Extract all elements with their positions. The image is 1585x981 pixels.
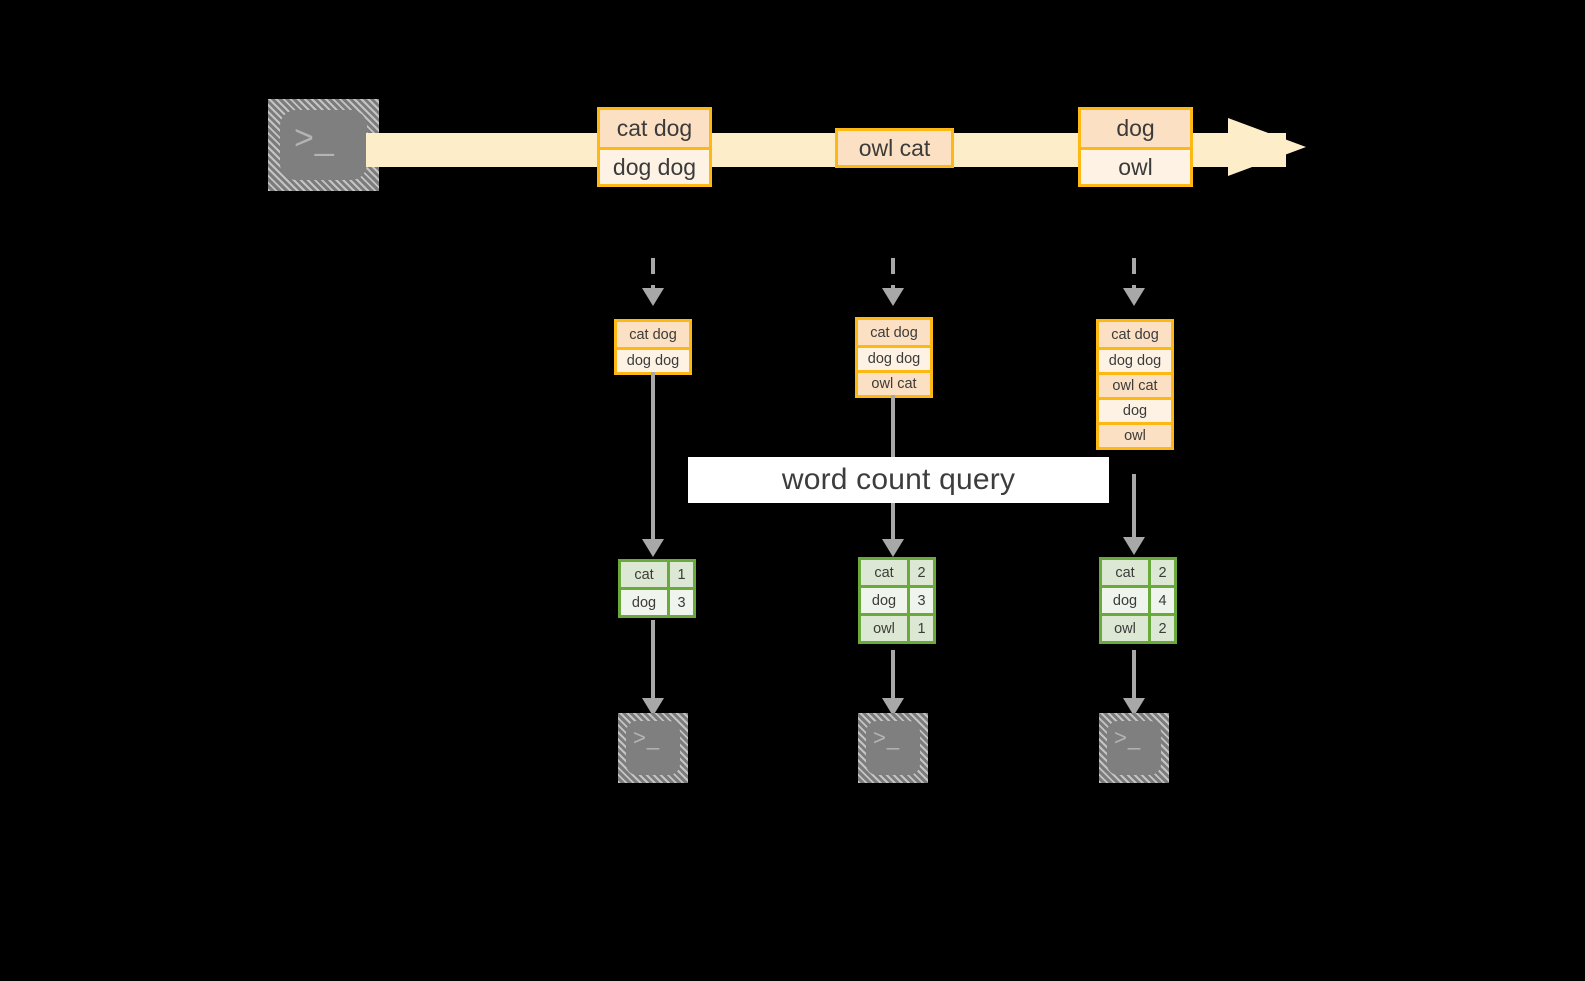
snapshot-tap-arrowhead-icon-1 xyxy=(642,288,664,306)
source-terminal-icon: >_ xyxy=(268,99,379,191)
query-line-3 xyxy=(1132,474,1136,537)
snapshot-row: cat dog xyxy=(1099,322,1171,347)
sink-line-1 xyxy=(651,620,655,698)
terminal-screen xyxy=(866,721,920,775)
snapshot-row: owl xyxy=(1099,422,1171,447)
snapshot-table-1: cat dog dog dog xyxy=(614,319,692,375)
sink-terminal-icon-3: >_ xyxy=(1099,713,1169,783)
table-row: dog 4 xyxy=(1102,585,1174,613)
terminal-prompt-glyph: >_ xyxy=(633,725,661,750)
stream-record: owl xyxy=(1081,147,1190,184)
snapshot-tap-line-2 xyxy=(891,258,895,288)
snapshot-tap-arrowhead-icon-3 xyxy=(1123,288,1145,306)
result-count: 4 xyxy=(1148,588,1174,613)
stream-record-group-1: cat dog dog dog xyxy=(597,107,712,187)
result-word: dog xyxy=(621,590,667,615)
stream-record: owl cat xyxy=(838,131,951,165)
snapshot-row: dog xyxy=(1099,397,1171,422)
terminal-prompt-glyph: >_ xyxy=(873,725,901,750)
table-row: cat 2 xyxy=(861,560,933,585)
sink-arrowhead-icon-3 xyxy=(1123,698,1145,716)
result-count: 1 xyxy=(907,616,933,641)
snapshot-row: owl cat xyxy=(858,370,930,395)
query-arrowhead-icon-1 xyxy=(642,539,664,557)
sink-arrowhead-icon-2 xyxy=(882,698,904,716)
table-row: owl 1 xyxy=(861,613,933,641)
snapshot-row: dog dog xyxy=(1099,347,1171,372)
snapshot-tap-line-3 xyxy=(1132,258,1136,288)
sink-arrowhead-icon-1 xyxy=(642,698,664,716)
stream-record: dog dog xyxy=(600,147,709,184)
snapshot-table-2: cat dog dog dog owl cat xyxy=(855,317,933,398)
result-count: 2 xyxy=(907,560,933,585)
snapshot-tap-arrowhead-icon-2 xyxy=(882,288,904,306)
result-count: 2 xyxy=(1148,560,1174,585)
table-row: cat 1 xyxy=(621,562,693,587)
result-table-3: cat 2 dog 4 owl 2 xyxy=(1099,557,1177,644)
result-table-2: cat 2 dog 3 owl 1 xyxy=(858,557,936,644)
table-row: owl 2 xyxy=(1102,613,1174,641)
result-word: owl xyxy=(861,616,907,641)
terminal-screen xyxy=(280,110,367,180)
sink-terminal-icon-1: >_ xyxy=(618,713,688,783)
result-word: dog xyxy=(861,588,907,613)
query-line-1 xyxy=(651,372,655,539)
query-banner: word count query xyxy=(688,457,1109,503)
table-row: dog 3 xyxy=(861,585,933,613)
terminal-screen xyxy=(626,721,680,775)
sink-line-2 xyxy=(891,650,895,698)
result-word: cat xyxy=(621,562,667,587)
snapshot-row: dog dog xyxy=(858,345,930,370)
result-word: cat xyxy=(1102,560,1148,585)
snapshot-row: cat dog xyxy=(617,322,689,347)
result-word: dog xyxy=(1102,588,1148,613)
terminal-prompt-glyph: >_ xyxy=(1114,725,1142,750)
result-count: 3 xyxy=(907,588,933,613)
stream-arrowhead-icon xyxy=(1228,118,1306,176)
snapshot-row: cat dog xyxy=(858,320,930,345)
table-row: cat 2 xyxy=(1102,560,1174,585)
terminal-screen xyxy=(1107,721,1161,775)
query-arrowhead-icon-2 xyxy=(882,539,904,557)
stream-record-group-3: dog owl xyxy=(1078,107,1193,187)
snapshot-row: owl cat xyxy=(1099,372,1171,397)
result-word: owl xyxy=(1102,616,1148,641)
stream-record-group-2: owl cat xyxy=(835,128,954,168)
query-banner-label: word count query xyxy=(781,463,1016,496)
result-word: cat xyxy=(861,560,907,585)
snapshot-row: dog dog xyxy=(617,347,689,372)
sink-terminal-icon-2: >_ xyxy=(858,713,928,783)
result-table-1: cat 1 dog 3 xyxy=(618,559,696,618)
result-count: 2 xyxy=(1148,616,1174,641)
query-arrowhead-icon-3 xyxy=(1123,537,1145,555)
terminal-prompt-glyph: >_ xyxy=(294,119,335,157)
snapshot-table-3: cat dog dog dog owl cat dog owl xyxy=(1096,319,1174,450)
result-count: 1 xyxy=(667,562,693,587)
snapshot-tap-line-1 xyxy=(651,258,655,288)
stream-record: cat dog xyxy=(600,110,709,147)
sink-line-3 xyxy=(1132,650,1136,698)
result-count: 3 xyxy=(667,590,693,615)
table-row: dog 3 xyxy=(621,587,693,615)
stream-record: dog xyxy=(1081,110,1190,147)
